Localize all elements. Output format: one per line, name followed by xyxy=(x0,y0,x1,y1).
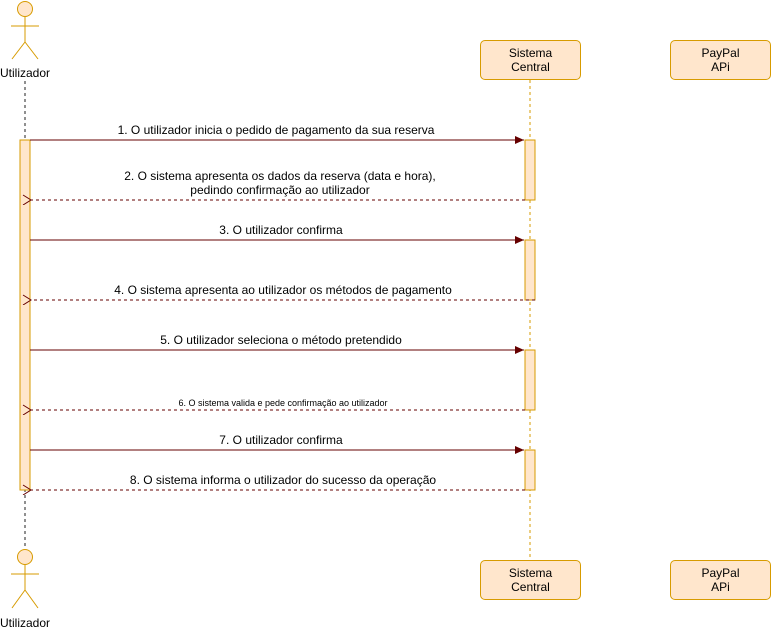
participant-central-bottom[interactable]: Sistema Central xyxy=(480,560,581,600)
participant-central-top-label: Sistema Central xyxy=(508,46,553,74)
participant-paypal-bottom-label: PayPal APi xyxy=(701,566,740,594)
participant-central-top[interactable]: Sistema Central xyxy=(480,40,581,80)
central-activation-4 xyxy=(524,449,536,491)
central-activation-2 xyxy=(524,239,536,301)
participant-paypal-top[interactable]: PayPal APi xyxy=(670,40,771,80)
central-activation-3 xyxy=(524,349,536,411)
actor-label-top: Utilizador xyxy=(0,66,51,80)
actor-bottom-figure xyxy=(11,549,39,609)
message-2-label: 2. O sistema apresenta os dados da reser… xyxy=(124,169,436,197)
actor-label-bottom: Utilizador xyxy=(0,616,51,630)
message-8-label: 8. O sistema informa o utilizador do suc… xyxy=(129,473,437,487)
message-5-label: 5. O utilizador seleciona o método prete… xyxy=(160,333,402,347)
message-7-label: 7. O utilizador confirma xyxy=(219,433,343,447)
participant-paypal-top-label: PayPal APi xyxy=(701,46,740,74)
participant-central-bottom-label: Sistema Central xyxy=(508,566,553,594)
central-activation-1 xyxy=(524,139,536,201)
message-4-label: 4. O sistema apresenta ao utilizador os … xyxy=(114,283,452,297)
actor-activation-bar xyxy=(19,139,31,491)
actor-top-figure xyxy=(11,1,39,60)
participant-paypal-bottom[interactable]: PayPal APi xyxy=(670,560,771,600)
message-3-label: 3. O utilizador confirma xyxy=(219,223,343,237)
message-1-label: 1. O utilizador inicia o pedido de pagam… xyxy=(117,123,435,137)
message-6-label: 6. O sistema valida e pede confirmação a… xyxy=(178,398,388,408)
